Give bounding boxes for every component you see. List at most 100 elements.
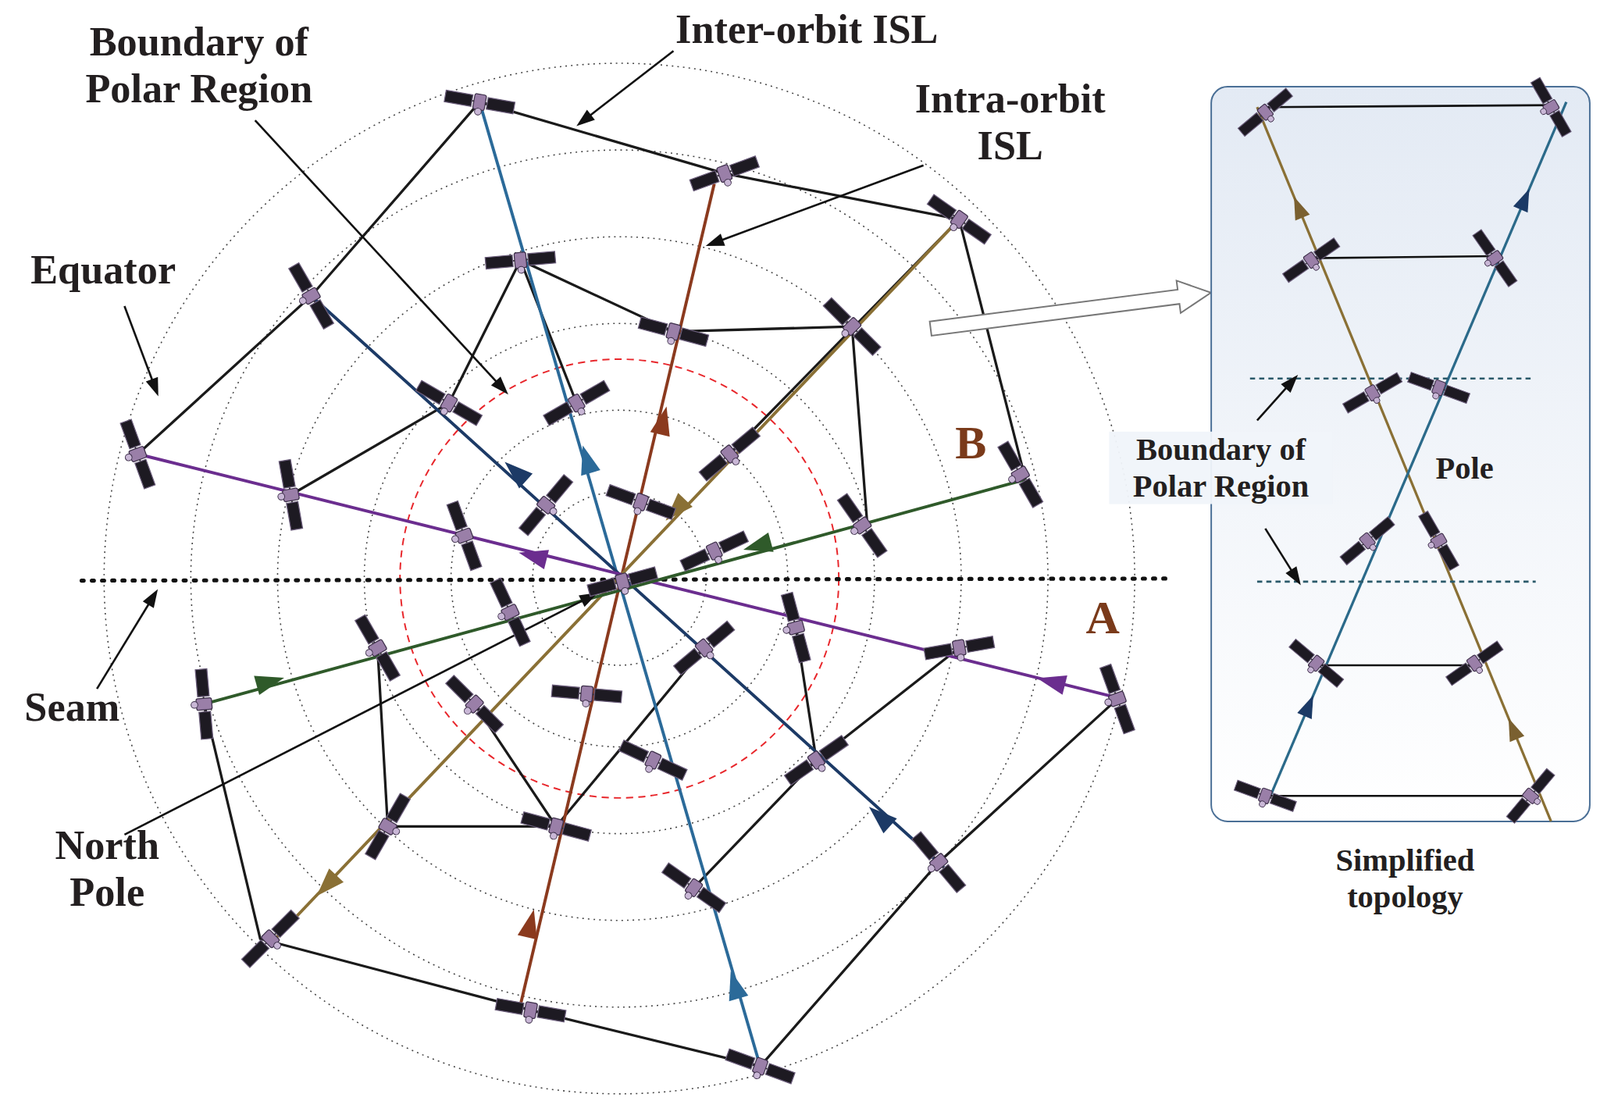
leader-line [124,306,155,389]
antenna [730,456,741,467]
antenna [752,1071,762,1080]
satellite-icon [586,565,660,604]
solar-panel [705,620,735,648]
boundary-label: Boundary of Polar Region [1108,431,1333,505]
inter-orbit-link [479,102,1026,481]
solar-panel [784,759,814,785]
solar-panel [1477,641,1504,664]
leader-line [124,596,590,834]
arrowhead [703,233,726,253]
solar-panel [580,380,610,404]
antenna [1475,666,1484,675]
solar-panel [679,327,709,346]
satellite-icon [363,792,417,864]
solar-panel [546,474,574,503]
antenna [705,650,716,660]
satellite-icon [1467,228,1519,291]
antenna [463,705,473,716]
antenna [1306,665,1315,674]
antenna [1266,114,1276,124]
solar-panel [1369,516,1395,541]
solar-panel [680,548,710,571]
inter-orbit-link [1307,664,1472,667]
intra-orbit-link [270,219,959,945]
satellite-icon [1093,663,1137,737]
arrowhead [862,799,897,834]
solar-panel [461,541,482,571]
pole-label: North Pole [40,822,174,916]
satellite-body [580,685,594,703]
solar-panel [416,380,446,404]
hollow-arrow [928,276,1213,345]
solar-panel [446,501,467,531]
link-label: Intra-orbit ISL [877,75,1144,170]
solar-panel [939,864,966,893]
solar-panel [495,998,524,1016]
satellite-icon [271,459,305,532]
region-label: Boundary of Polar Region [50,18,347,113]
solar-panel [365,830,389,860]
satellite-icon [484,249,556,276]
antenna [1432,391,1440,400]
solar-panel [445,675,474,703]
solar-panel [1472,229,1496,256]
solar-panel [1237,112,1263,136]
solar-panel [1314,238,1340,261]
satellite-icon [494,996,567,1030]
solar-panel [645,498,676,520]
pole-label: Pole [1433,449,1496,487]
solar-panel [1019,478,1043,509]
solar-panel [562,823,592,841]
solar-panel [1269,793,1297,812]
satellite-icon [672,619,740,681]
solar-panel [1234,780,1262,799]
solar-panel [1267,88,1293,112]
solar-panel [587,577,617,596]
antenna [391,826,401,837]
arrowhead-shape [703,233,726,253]
leader-line [255,120,503,388]
solar-panel [912,831,939,860]
solar-panel [662,862,692,888]
satellite-icon [1444,639,1507,691]
antenna [1532,797,1542,806]
antenna [926,863,937,874]
satellite-body [666,322,682,341]
antenna [1258,800,1267,809]
intra-orbit-link [137,454,1123,700]
arrowhead-shape [650,404,677,437]
antenna [548,506,559,517]
intra-orbit-link [479,102,760,1067]
antenna [524,1015,533,1024]
solar-panel [605,484,636,506]
satellite-icon [113,418,157,492]
arrowhead [516,542,549,570]
satellite-icon [542,378,614,432]
solar-panel [1100,664,1121,695]
leader-line [583,50,674,121]
solar-panel [1289,639,1315,663]
solar-panel [1418,511,1440,539]
satellite-body [523,1001,538,1020]
arrowhead-shape [573,442,601,476]
satellite-icon [906,830,968,898]
satellite-body [951,639,966,657]
solar-panel [962,219,991,245]
arrowhead-shape [1286,193,1311,221]
inter-orbit-link [520,260,577,403]
arrowhead [1286,193,1311,221]
satellite-body [472,93,487,111]
satellite-icon [240,908,305,973]
satellite-icon [519,809,592,849]
inter-orbit-link [290,402,449,496]
solar-panel [355,614,379,645]
solar-panel [278,459,296,489]
arrowhead [309,868,344,903]
solar-panel [997,441,1022,471]
solar-panel [1506,798,1530,824]
arrowhead [1501,715,1526,742]
solar-panel [719,530,749,553]
arrowhead [573,442,601,476]
solar-panel [792,633,811,663]
solar-panel [619,740,649,763]
